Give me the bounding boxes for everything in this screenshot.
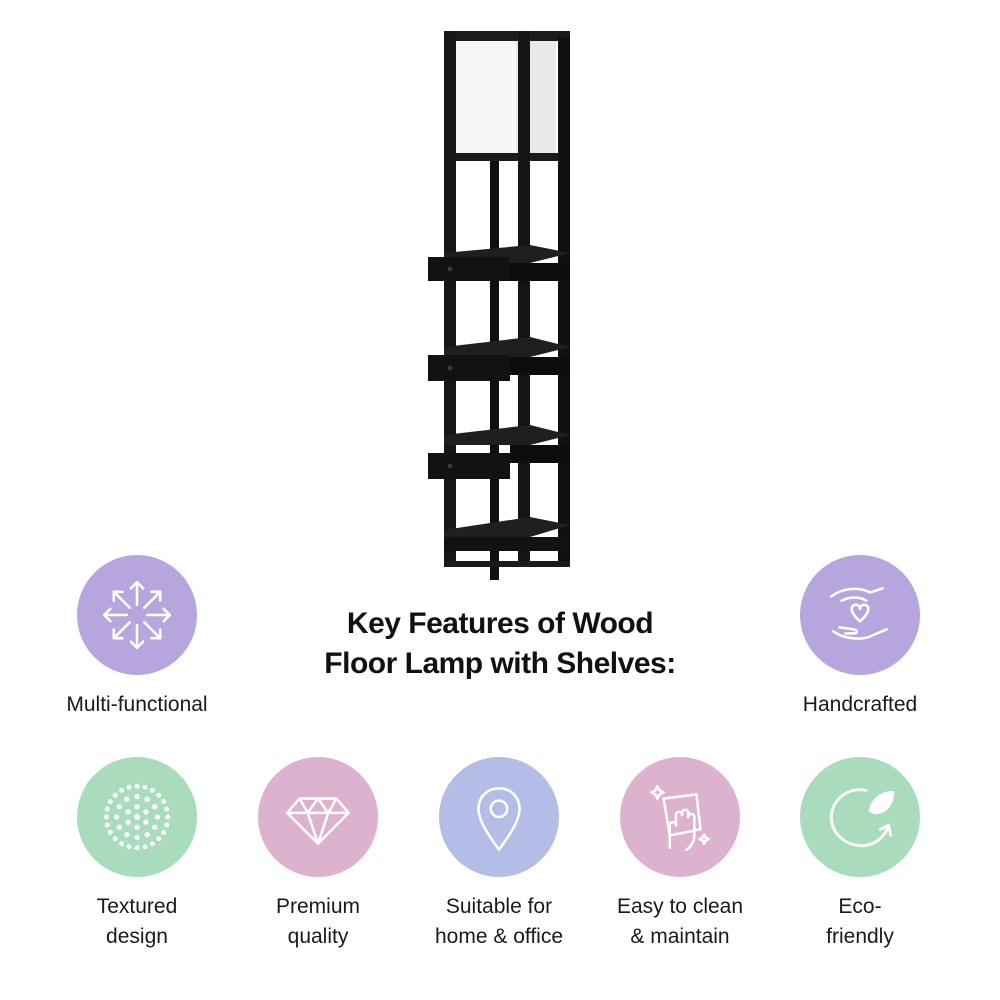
feature-label: Premium quality [218,892,418,952]
feature-handcrafted: Handcrafted [760,555,960,720]
feature-label-line: Multi-functional [66,693,208,716]
diamond-icon [285,797,351,845]
feature-label-line: Handcrafted [802,693,918,716]
heading-line-1: Key Features of Wood [346,607,654,640]
feature-label-line: quality [287,925,349,948]
feature-icon-circle [620,757,740,877]
feature-suitable-home-office: Suitable for home & office [399,757,599,952]
feature-label-line: Easy to clean [616,895,744,918]
feature-label: Easy to clean & maintain [580,892,780,952]
feature-label-line: & maintain [630,925,730,948]
feature-label: Multi-functional [37,690,237,720]
eco-leaf-icon [829,788,895,848]
heading-line-2: Floor Lamp with Shelves: [324,647,676,680]
feature-icon-circle [800,555,920,675]
feature-label-line: Eco- [838,895,882,918]
feature-label: Textured design [37,892,237,952]
feature-label-line: design [106,925,168,948]
feature-textured-design: Textured design [37,757,237,952]
cleaning-hand-icon [650,784,710,852]
feature-icon-circle [77,757,197,877]
feature-label-line: Premium [275,895,360,918]
feature-icon-circle [800,757,920,877]
feature-label-line: friendly [826,925,894,948]
hands-heart-icon [830,587,888,640]
feature-label: Suitable for home & office [399,892,599,952]
feature-multi-functional: Multi-functional [37,555,237,720]
feature-eco-friendly: Eco- friendly [760,757,960,952]
feature-label-line: Suitable for [445,895,553,918]
lamp-product-image [428,31,570,580]
feature-label: Handcrafted [760,690,960,720]
feature-label: Eco- friendly [760,892,960,952]
feature-label-line: home & office [434,925,564,948]
feature-premium-quality: Premium quality [218,757,418,952]
dot-pattern-icon [103,783,171,851]
feature-icon-circle [439,757,559,877]
feature-easy-to-clean: Easy to clean & maintain [580,757,780,952]
feature-label-line: Textured [96,895,178,918]
feature-icon-circle [77,555,197,675]
location-pin-icon [477,787,521,852]
feature-icon-circle [258,757,378,877]
arrows-outward-icon [102,580,172,650]
features-heading: Key Features of Wood Floor Lamp with She… [290,604,710,684]
